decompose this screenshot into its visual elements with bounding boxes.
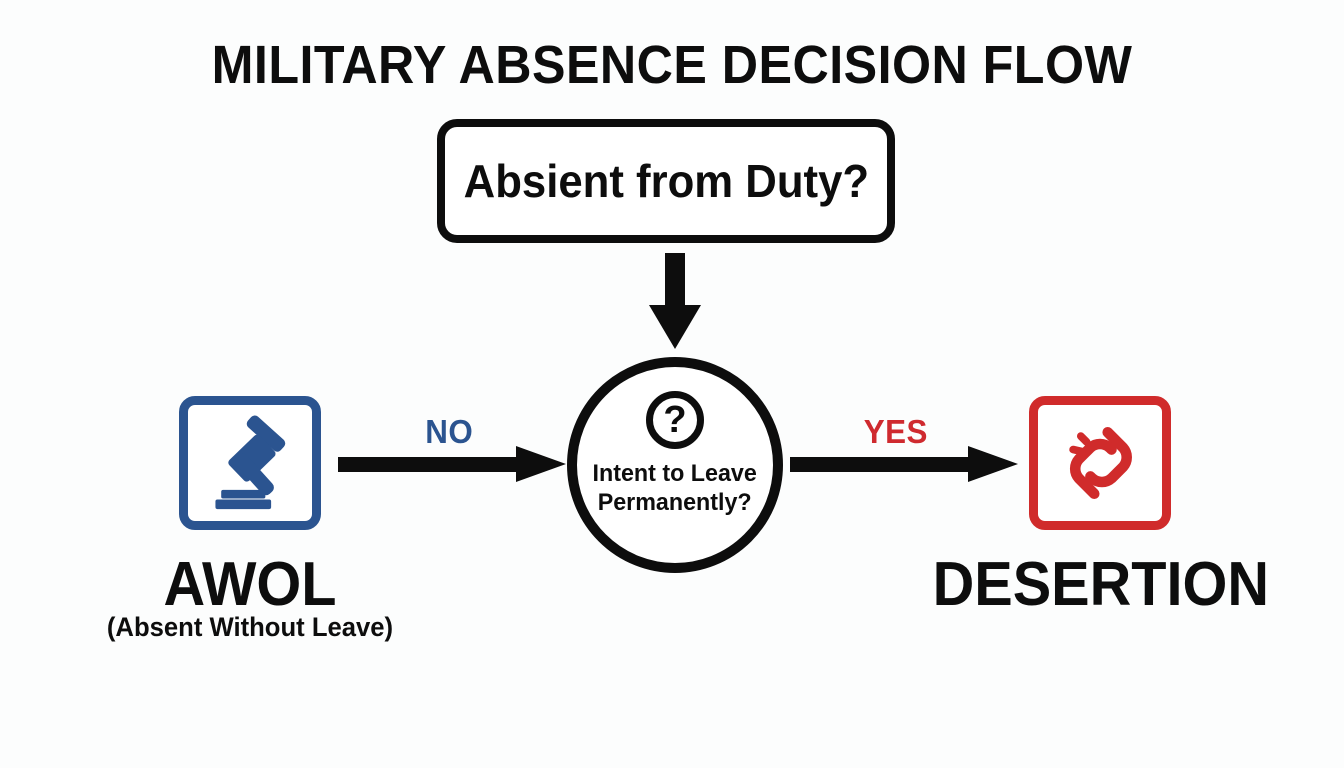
decision-node: ? Intent to Leave Permanently? bbox=[567, 357, 783, 573]
desertion-title: DESERTION bbox=[932, 550, 1269, 619]
desertion-icon-tile bbox=[1029, 396, 1171, 530]
awol-subtitle: (Absent Without Leave) bbox=[106, 612, 394, 642]
broken-chain-icon bbox=[1069, 427, 1132, 499]
awol-icon-tile bbox=[179, 396, 321, 530]
arrow-yes-right-icon bbox=[790, 446, 1018, 482]
arrow-no-right-icon bbox=[338, 446, 566, 482]
awol-title: AWOL bbox=[163, 550, 337, 619]
edge-label-no: NO bbox=[425, 413, 474, 450]
decision-node-label: Intent to Leave Permanently? bbox=[593, 459, 757, 518]
edge-label-yes: YES bbox=[863, 413, 928, 450]
question-mark-circle-icon: ? bbox=[646, 391, 704, 449]
decision-node-line-1: Intent to Leave bbox=[592, 460, 758, 487]
question-mark-glyph: ? bbox=[663, 399, 687, 441]
gavel-icon bbox=[215, 415, 286, 510]
start-node-label: Absient from Duty? bbox=[463, 155, 869, 207]
start-node: Absient from Duty? bbox=[437, 119, 895, 243]
page-title: MILITARY ABSENCE DECISION FLOW bbox=[211, 35, 1133, 95]
arrow-down-icon bbox=[649, 253, 701, 349]
decision-node-line-2: Permanently? bbox=[598, 489, 752, 517]
